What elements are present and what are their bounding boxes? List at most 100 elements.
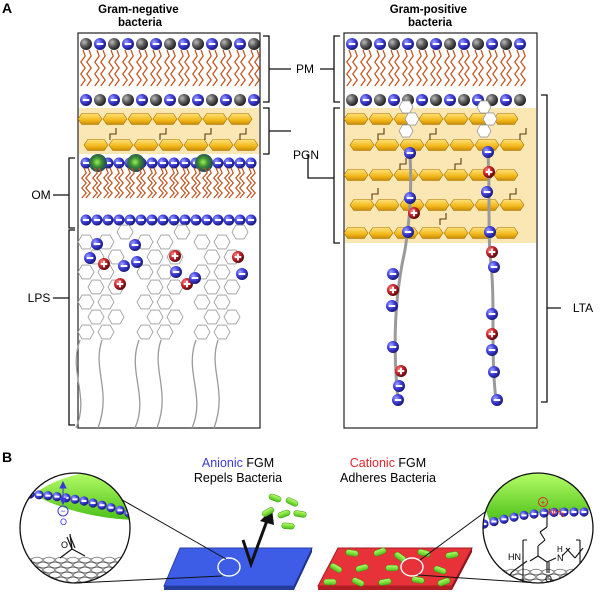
- anion-ball: [223, 157, 235, 169]
- lipid-tail: [173, 167, 179, 199]
- anion-ball: [499, 514, 509, 524]
- pm-bracket-left: [263, 35, 291, 103]
- lipid-tail: [394, 49, 400, 87]
- anion-ball: [500, 94, 512, 106]
- cationic-subtitle: Adheres Bacteria: [340, 471, 436, 485]
- cationic-word: Cationic: [350, 456, 395, 470]
- sugar-ring: [136, 324, 154, 340]
- anion-ball: [108, 94, 120, 106]
- pgn-sugar: [77, 113, 103, 125]
- lipid-tail: [234, 49, 240, 87]
- pgn-sugar: [183, 139, 209, 151]
- graphene-ring: [37, 561, 49, 569]
- lipid-tail: [492, 49, 498, 87]
- graphene-ring: [525, 584, 535, 590]
- pgn-sugar: [474, 199, 500, 211]
- grey-ball: [346, 94, 358, 106]
- grey-ball: [388, 38, 400, 50]
- graphene-ring: [128, 587, 138, 593]
- bacterium: [373, 547, 387, 557]
- lipid-tail: [514, 49, 520, 87]
- graphene-ring: [127, 556, 130, 564]
- lipid-tail: [80, 49, 86, 87]
- graphene-ring: [531, 589, 541, 595]
- sugar-ring: [156, 234, 174, 250]
- anion-ball: [157, 214, 169, 226]
- grey-ball: [374, 94, 386, 106]
- anion-ball: [491, 394, 503, 406]
- anion-ball: [179, 157, 191, 169]
- anion-ball: [393, 380, 405, 392]
- lipid-tail: [380, 49, 386, 87]
- anion-ball: [245, 157, 257, 169]
- graphene-ring: [79, 576, 91, 583]
- pgn-sugar: [349, 139, 375, 151]
- bacterium: [355, 563, 369, 573]
- lipid-tail: [162, 167, 168, 199]
- sugar-ring: [223, 309, 241, 325]
- grey-ball: [108, 38, 120, 50]
- graphene-ring: [91, 556, 103, 564]
- anion-ball: [374, 38, 386, 50]
- anion-ball: [489, 516, 499, 527]
- pgn-sugar: [349, 199, 375, 211]
- anion-ball: [122, 38, 134, 50]
- anion-ball: [91, 238, 103, 250]
- peptide-crosslink: [439, 213, 447, 225]
- anion-ball: [388, 94, 400, 106]
- lipid-tail: [136, 49, 142, 87]
- sugar-ring: [146, 249, 164, 265]
- lipid-tail: [96, 167, 102, 199]
- pgn-sugar: [108, 139, 134, 151]
- pgn-sugar: [393, 169, 419, 181]
- graphene-ring: [530, 568, 542, 576]
- bacterium: [385, 564, 399, 572]
- anion-ball: [80, 214, 92, 226]
- pgn-sugar: [343, 227, 369, 239]
- pgn-sugar: [368, 227, 394, 239]
- graphene-ring: [61, 561, 73, 569]
- pgn-sugar: [418, 113, 444, 125]
- sugar-ring: [77, 234, 95, 250]
- graphene-ring: [513, 584, 523, 590]
- lipid-tail: [416, 49, 422, 87]
- anion-ball: [43, 491, 53, 501]
- anion-ball: [486, 38, 498, 50]
- sugar-ring: [213, 264, 231, 280]
- pgn-sugar: [418, 227, 444, 239]
- anion-ball: [404, 192, 416, 204]
- anion-ball: [91, 214, 103, 226]
- graphene-ring: [68, 587, 78, 593]
- lipid-tail: [374, 49, 380, 87]
- lipid-tail: [158, 167, 164, 199]
- lipid-tail: [212, 49, 218, 87]
- porin-ball: [127, 154, 145, 172]
- anion-ball: [486, 308, 498, 320]
- bacterium: [433, 565, 447, 575]
- graphene-ring: [134, 572, 144, 578]
- graphene-ring: [44, 587, 54, 593]
- graphene-ring: [127, 566, 130, 574]
- pgn-sugar: [374, 139, 400, 151]
- pgn-sugar: [493, 169, 519, 181]
- pgn-sugar: [343, 169, 369, 181]
- anion-ball: [164, 94, 176, 106]
- peptide-crosslink: [204, 128, 212, 140]
- peptide-crosslink: [429, 128, 437, 140]
- sugar-ring: [173, 224, 191, 240]
- grey-ball: [192, 38, 204, 50]
- graphene-ring: [92, 587, 102, 593]
- cation-charge-sign: +: [541, 498, 546, 507]
- lipid-tail: [118, 167, 124, 199]
- pgn-sugar: [133, 139, 159, 151]
- graphene-ring: [506, 568, 518, 576]
- graphene-ring: [121, 561, 130, 569]
- bacterium: [277, 509, 291, 519]
- anion-ball: [402, 226, 414, 238]
- graphene-ring: [578, 578, 590, 583]
- graphene-ring: [32, 587, 42, 593]
- sugar-ring: [193, 234, 211, 250]
- o-antigen-chain: [75, 339, 82, 429]
- anion-ball: [579, 507, 589, 517]
- cation-ball: [98, 258, 110, 270]
